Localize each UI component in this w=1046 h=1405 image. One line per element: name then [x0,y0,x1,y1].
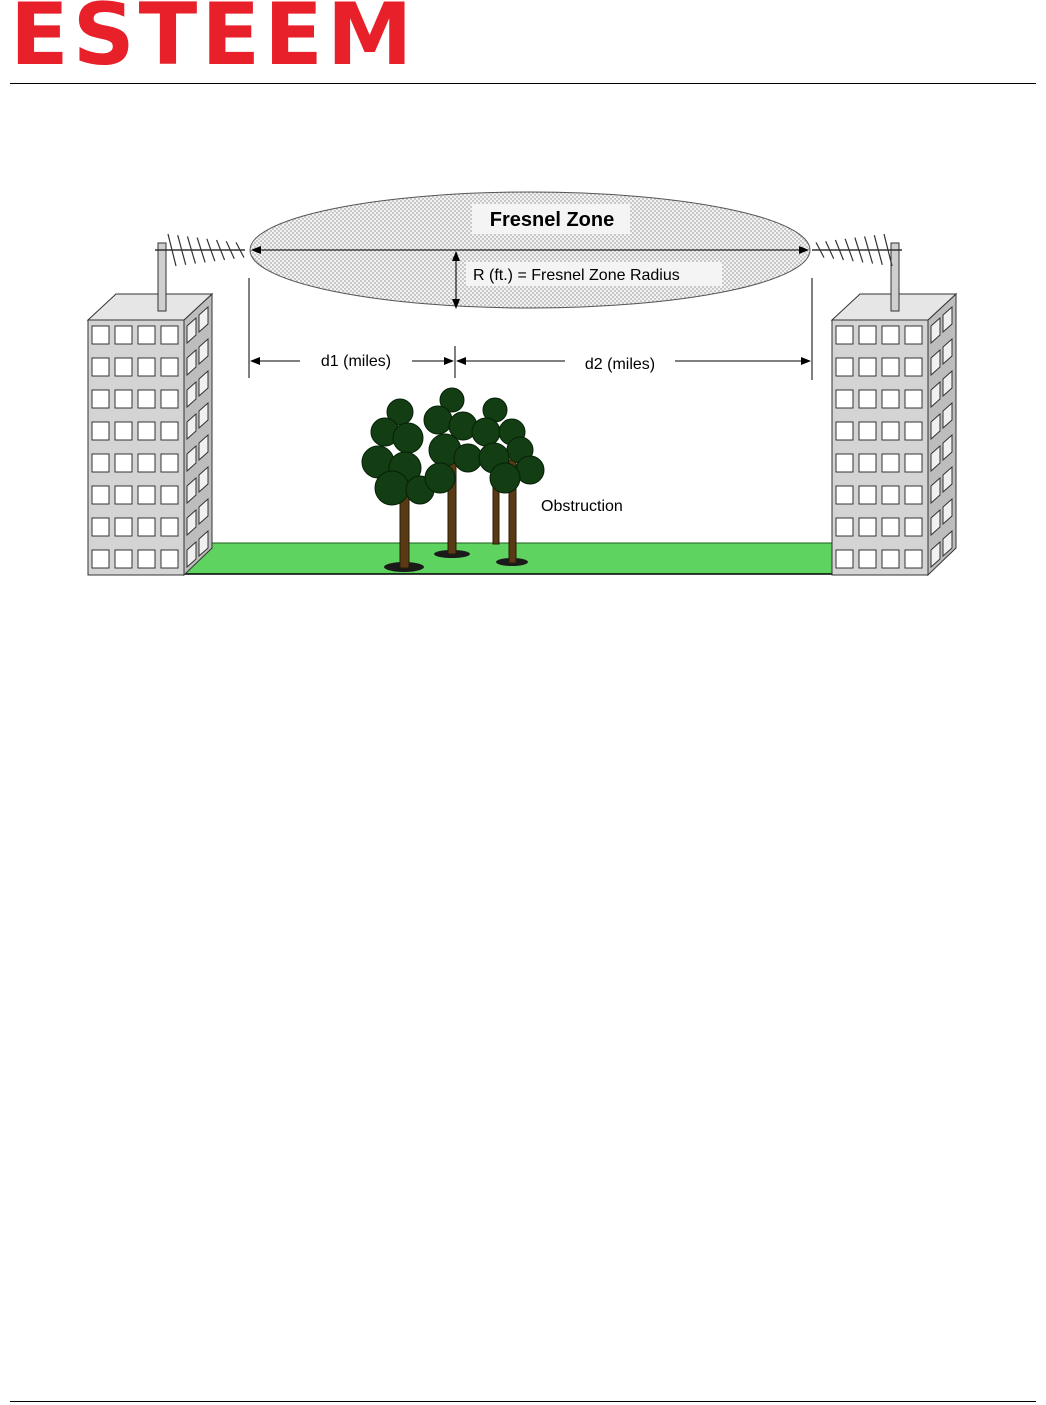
d2-label: d2 (miles) [585,356,655,373]
fresnel-zone-label: Fresnel Zone [490,209,614,231]
left-building [88,294,212,575]
d1-label: d1 (miles) [321,353,391,370]
right-building [832,294,956,575]
radius-label: R (ft.) = Fresnel Zone Radius [473,267,680,284]
footer-divider [10,1401,1036,1402]
obstruction-label: Obstruction [541,498,623,515]
